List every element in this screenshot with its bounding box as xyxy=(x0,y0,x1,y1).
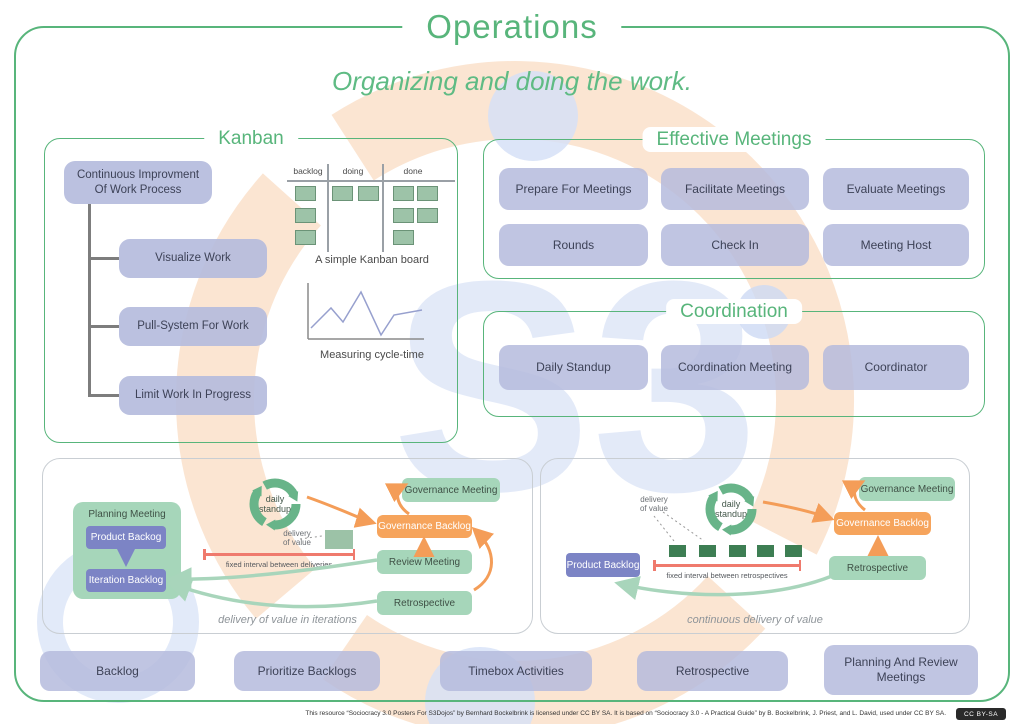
pattern-evaluate-meetings: Evaluate Meetings xyxy=(823,168,969,210)
pattern-coordinator: Coordinator xyxy=(823,345,969,390)
pattern-limit-wip: Limit Work In Progress xyxy=(119,376,267,415)
kanban-card xyxy=(295,230,316,245)
continuous-diagram: Product Backlog daily standup delivery o… xyxy=(540,458,970,634)
effective-meetings-heading: Effective Meetings xyxy=(642,127,826,152)
pattern-prioritize-backlogs: Prioritize Backlogs xyxy=(234,651,380,691)
board-divider-line xyxy=(327,164,329,252)
kanban-card xyxy=(417,208,438,223)
kanban-card xyxy=(358,186,379,201)
kanban-heading: Kanban xyxy=(204,126,298,151)
delivery-of-value-label: delivery of value xyxy=(639,495,669,513)
continuous-caption: continuous delivery of value xyxy=(687,614,823,626)
cc-by-sa-badge: CC BY-SA xyxy=(956,708,1006,720)
delivery-increment-square xyxy=(699,545,716,557)
delivery-increment-square xyxy=(669,545,686,557)
board-column-doing: doing xyxy=(342,166,364,176)
poster-frame: Operations xyxy=(14,6,1010,702)
kanban-section: Kanban Continuous Improvment Of Work Pro… xyxy=(44,126,458,443)
coordination-section: Coordination Daily Standup Coordination … xyxy=(483,299,985,417)
governance-meeting-box: Governance Meeting xyxy=(402,478,500,502)
fixed-interval-label: fixed interval between retrospectives xyxy=(666,571,788,580)
pattern-backlog: Backlog xyxy=(40,651,195,691)
pattern-meeting-host: Meeting Host xyxy=(823,224,969,266)
pattern-check-in: Check In xyxy=(661,224,809,266)
cycle-time-chart xyxy=(307,283,424,340)
kanban-card xyxy=(393,208,414,223)
page-subtitle: Organizing and doing the work. xyxy=(332,66,692,96)
license-text: This resource “Sociocracy 3.0 Posters Fo… xyxy=(305,710,946,717)
kanban-card xyxy=(295,208,316,223)
tree-trunk-line xyxy=(88,204,91,396)
board-caption: A simple Kanban board xyxy=(315,254,429,266)
coordination-heading: Coordination xyxy=(666,299,802,324)
kanban-card xyxy=(332,186,353,201)
pattern-coordination-meeting: Coordination Meeting xyxy=(661,345,809,390)
delivery-increment-square xyxy=(785,545,802,557)
board-header-line xyxy=(287,180,455,182)
pattern-timebox-activities: Timebox Activities xyxy=(440,651,592,691)
board-divider-line xyxy=(382,164,384,252)
kanban-card xyxy=(393,186,414,201)
pattern-daily-standup: Daily Standup xyxy=(499,345,648,390)
kanban-card xyxy=(295,186,316,201)
review-meeting-box: Review Meeting xyxy=(377,550,472,574)
kanban-card xyxy=(417,186,438,201)
governance-backlog-box: Governance Backlog xyxy=(834,512,931,535)
daily-standup-label: daily standup xyxy=(258,494,292,514)
tree-branch-line xyxy=(88,325,119,328)
fixed-interval-line xyxy=(203,549,355,559)
delivery-of-value-label: delivery of value xyxy=(282,529,312,547)
pattern-pull-system: Pull-System For Work xyxy=(119,307,267,346)
delivery-increment-square xyxy=(729,545,746,557)
pattern-retrospective: Retrospective xyxy=(637,651,788,691)
product-backlog-box: Product Backlog xyxy=(566,553,640,577)
daily-standup-label: daily standup xyxy=(714,499,748,519)
tree-branch-line xyxy=(88,257,119,260)
planning-meeting-label: Planning Meeting xyxy=(88,509,166,520)
iterations-caption: delivery of value in iterations xyxy=(218,614,357,626)
product-backlog-box: Product Backog xyxy=(86,526,166,549)
effective-meetings-section: Effective Meetings Prepare For Meetings … xyxy=(483,127,985,279)
pattern-rounds: Rounds xyxy=(499,224,648,266)
kanban-card xyxy=(393,230,414,245)
fixed-interval-label: fixed interval between deliveries xyxy=(225,560,333,569)
page-title: Operations xyxy=(402,6,622,48)
pattern-facilitate-meetings: Facilitate Meetings xyxy=(661,168,809,210)
iteration-backlog-box: Iteration Backlog xyxy=(86,569,166,592)
pattern-planning-review-meetings: Planning And Review Meetings xyxy=(824,645,978,695)
pattern-visualize-work: Visualize Work xyxy=(119,239,267,278)
delivery-increment-square xyxy=(757,545,774,557)
iterations-diagram: Planning Meeting Product Backog Iteratio… xyxy=(42,458,533,634)
governance-backlog-box: Governance Backlog xyxy=(377,515,472,538)
governance-meeting-box: Governance Meeting xyxy=(859,477,955,501)
retrospective-box: Retrospective xyxy=(829,556,926,580)
pattern-prepare-for-meetings: Prepare For Meetings xyxy=(499,168,648,210)
fixed-interval-line xyxy=(653,560,801,570)
tree-branch-line xyxy=(88,394,119,397)
board-column-done: done xyxy=(403,166,423,176)
pattern-continuous-improvement: Continuous Improvment Of Work Process xyxy=(64,161,212,204)
board-column-backlog: backlog xyxy=(293,166,323,176)
chart-caption: Measuring cycle-time xyxy=(320,349,424,361)
retrospective-box: Retrospective xyxy=(377,591,472,615)
delivery-increment-square xyxy=(325,530,353,549)
